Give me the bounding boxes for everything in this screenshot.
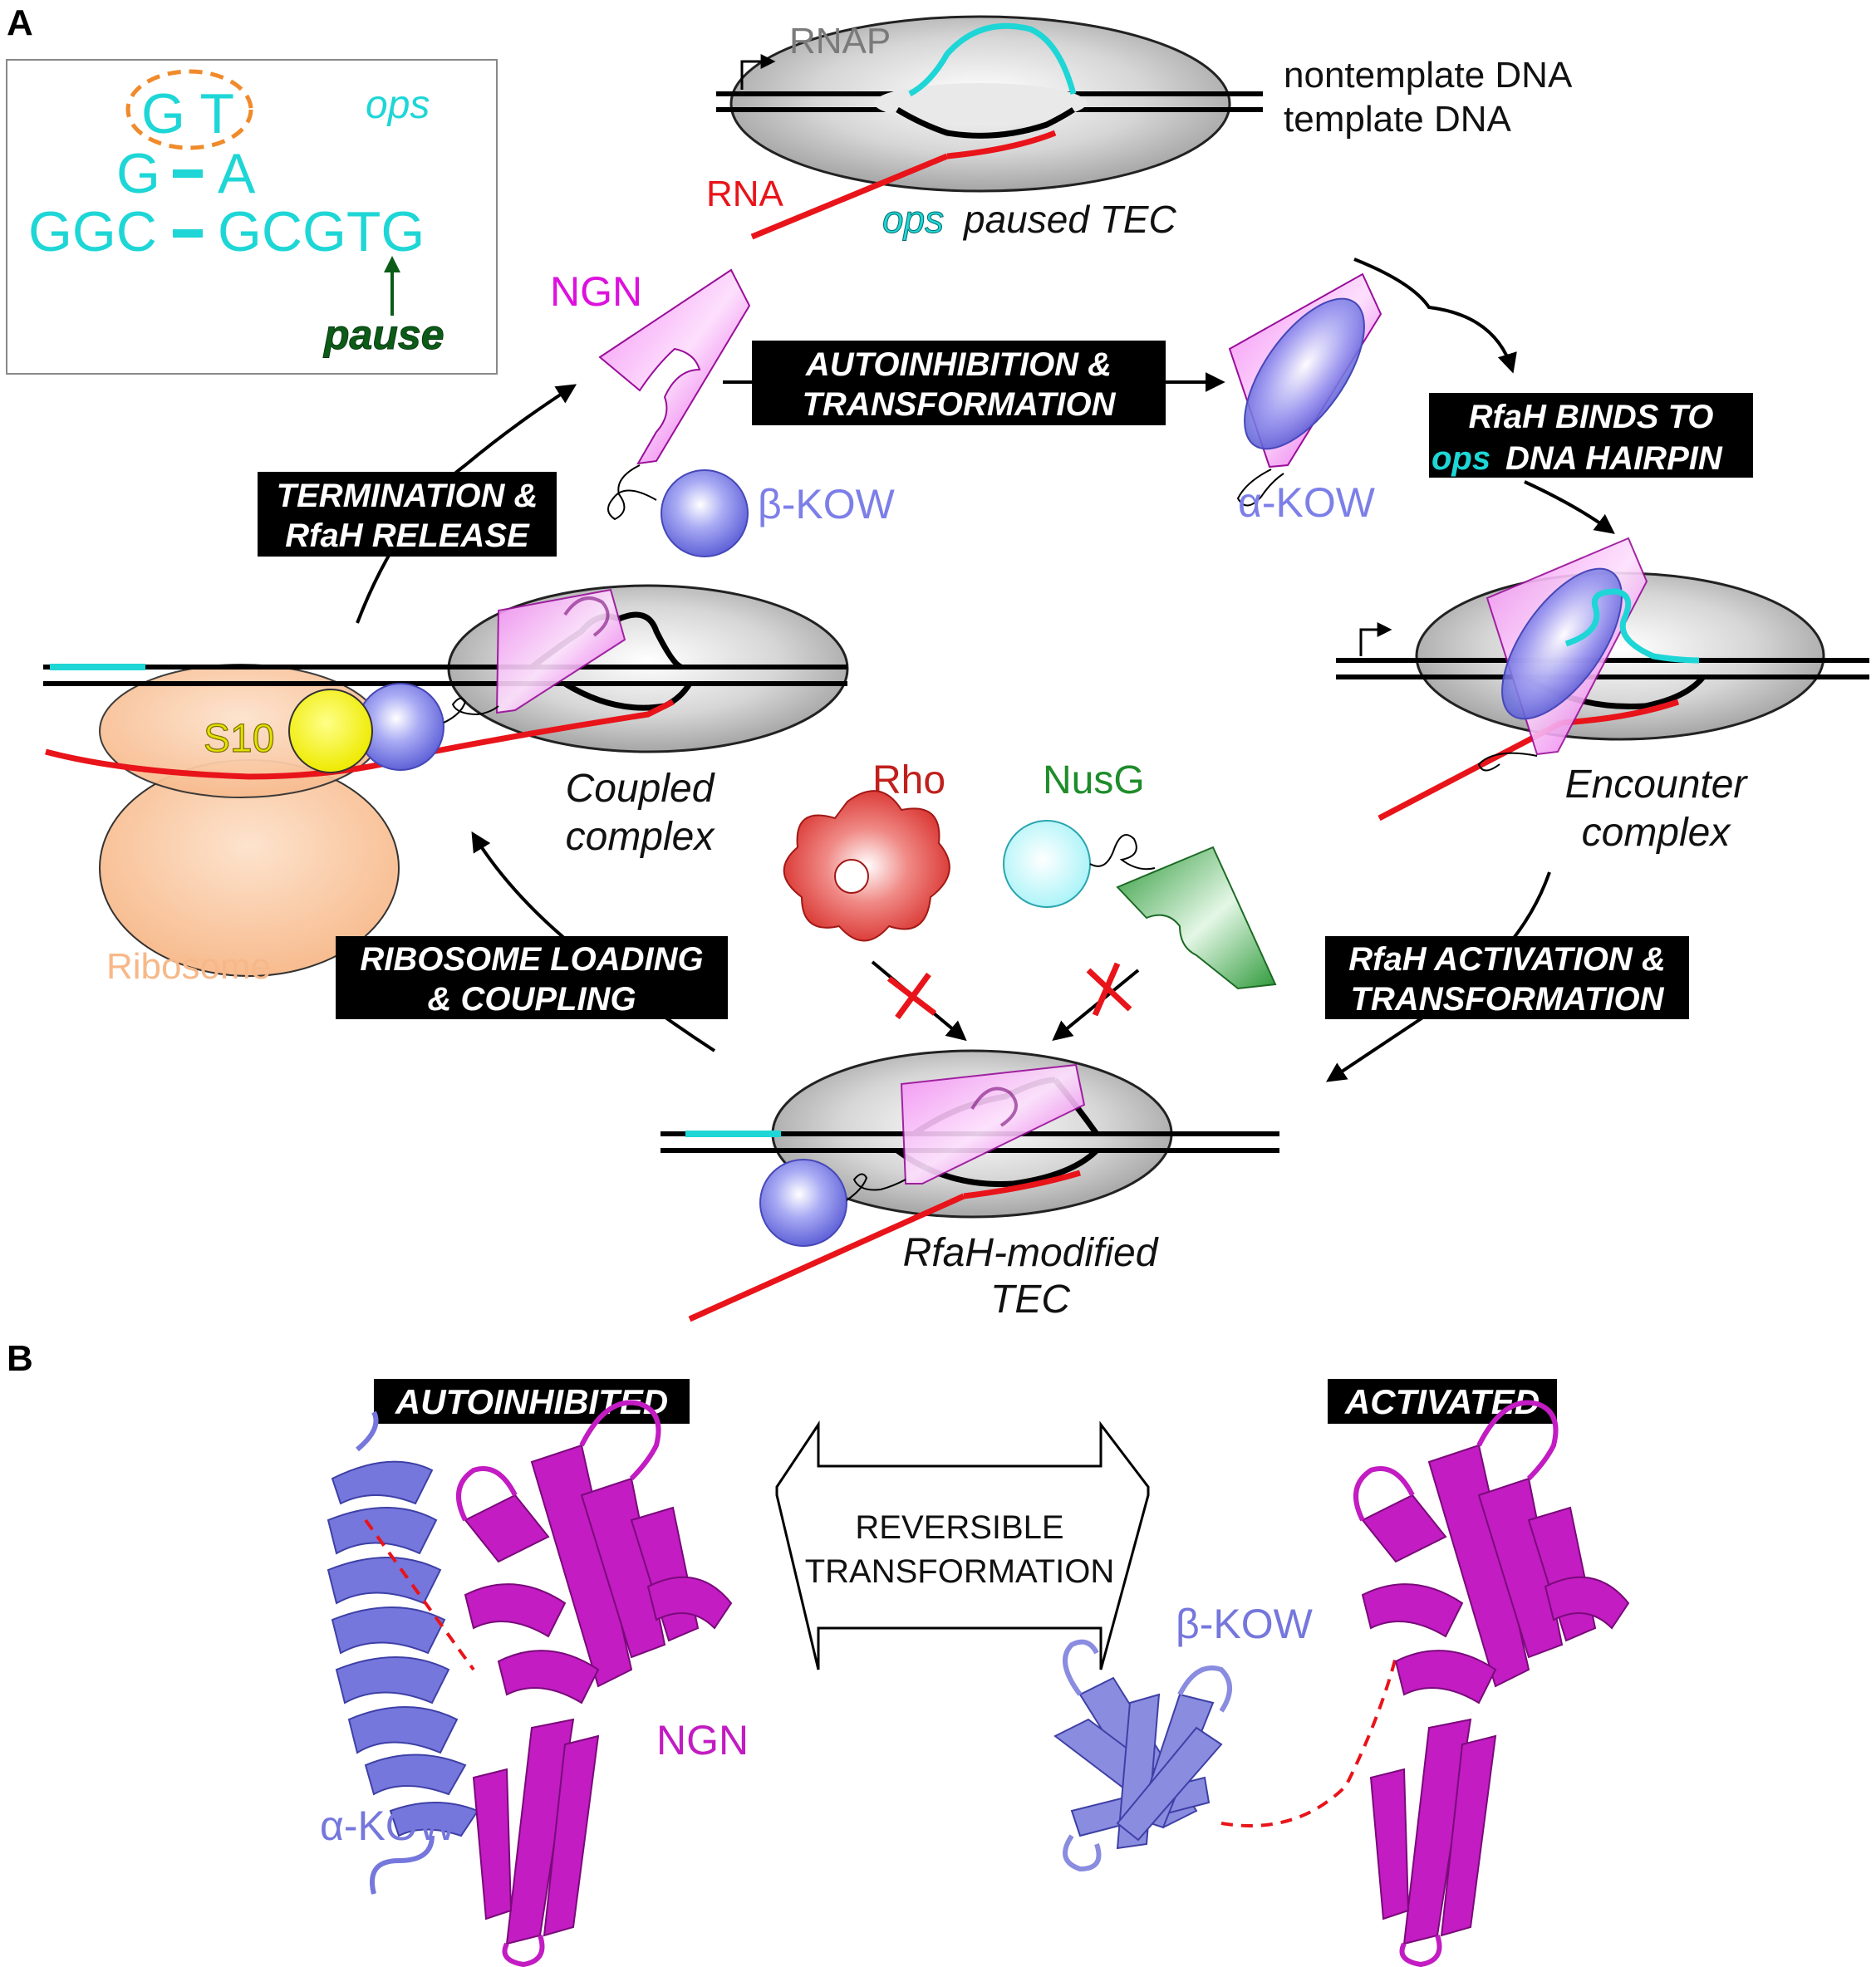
nusg-factor: NusG [1003,758,1277,1042]
binds-label: RfaH BINDS TO ops DNA HAIRPIN [1429,393,1753,478]
rfah-autoinhibited: α-KOW [1228,272,1382,526]
svg-text:& COUPLING: & COUPLING [427,981,636,1018]
nontemplate-bubble [908,22,1077,97]
nusg-block-x [1086,962,1132,1017]
hairpin-loop-text: G T [141,82,234,145]
beta-kow-domain [759,1159,847,1247]
paused-tec: RNAP nontemplate DNA template DNA RNA op… [706,15,1573,242]
modified-label-2: TEC [990,1278,1070,1322]
encounter-label-1: Encounter [1565,763,1749,807]
ops-tec-label: ops [882,198,944,241]
promoter-arrow [1359,622,1392,656]
cycle-arrow-top-right [1353,258,1517,374]
ngn-structure [1361,1444,1630,1945]
paused-tec-label: paused TEC [962,198,1176,241]
ngn-domain [495,588,626,714]
ribosome-loading-label: RIBOSOME LOADING & COUPLING [336,936,728,1019]
svg-text:AUTOINHIBITION &: AUTOINHIBITION & [805,346,1112,383]
rna-strand [750,153,949,240]
autoinhibited-structure: NGN α-KOW [320,1400,749,1967]
promoter-arrow [740,54,776,90]
svg-text:RfaH BINDS TO: RfaH BINDS TO [1469,399,1714,435]
encounter-label-2: complex [1582,811,1732,855]
base-pair-bar [173,169,203,178]
loop-highlight-ellipse [125,69,253,150]
hairpin-row2-right: A [218,142,256,205]
beta-kow-structure-label: β-KOW [1176,1601,1314,1647]
hairpin-row2-left: G [116,142,160,205]
linker [607,464,657,521]
autoinhibition-label: AUTOINHIBITION & TRANSFORMATION [752,341,1166,425]
autoinhibited-header: AUTOINHIBITED [374,1379,690,1424]
linker-dashed [1220,1656,1397,1827]
base-pair-bar [173,229,203,238]
linker-dashed [364,1518,475,1671]
nusg-ngn [1116,846,1277,990]
termination-label: TERMINATION & RfaH RELEASE [258,472,557,557]
panel-label-b: B [7,1338,33,1379]
alpha-kow-helix [327,1460,479,1837]
s10-label: S10 [204,717,274,761]
reversible-label-2: TRANSFORMATION [805,1553,1115,1590]
template-label: template DNA [1284,99,1512,140]
panel-label-a: A [7,2,33,43]
activated-structure: β-KOW [1053,1400,1630,1967]
svg-text:RfaH RELEASE: RfaH RELEASE [285,518,530,554]
encounter-complex: Encounter complex [1336,537,1869,855]
ops-label: ops [366,83,430,127]
ops-hairpin [1564,588,1700,664]
activation-label: RfaH ACTIVATION & TRANSFORMATION [1325,936,1689,1019]
rna-strand [688,1193,965,1322]
hairpin-stem-left: GGC [28,200,157,263]
rho-block-x [886,972,937,1020]
rnap-label: RNAP [789,21,891,61]
rfah-modified-tec: RfaH-modified TEC [661,1049,1279,1322]
coupled-label-2: complex [566,815,716,859]
rfah-free: NGN β-KOW [550,268,896,557]
beta-kow-barrel [1053,1676,1223,1850]
svg-text:ops: ops [1432,440,1490,477]
cycle-arrow-binds [1524,480,1615,534]
reversible-arrow: REVERSIBLE TRANSFORMATION [775,1420,1150,1670]
svg-text:TRANSFORMATION: TRANSFORMATION [803,386,1117,423]
nusg-label: NusG [1043,758,1145,802]
svg-text:TERMINATION &: TERMINATION & [277,478,538,514]
rna-label: RNA [706,174,784,214]
ops-hairpin-inset: G T ops G A GGC GCGTG pause [6,59,498,375]
rna-strand [45,699,675,780]
alpha-kow-domain [1244,297,1365,450]
svg-text:RfaH ACTIVATION &: RfaH ACTIVATION & [1348,941,1665,978]
pause-label: pause [322,311,444,358]
alpha-kow-structure-label: α-KOW [320,1803,458,1849]
coupled-complex: S10 Ribosome Coupled complex [43,584,849,987]
ngn-label: NGN [550,268,642,315]
beta-kow-domain [661,469,749,557]
modified-label-1: RfaH-modified [903,1231,1159,1275]
alpha-kow-label: α-KOW [1238,479,1376,526]
coupled-label-1: Coupled [566,767,715,811]
rho-factor: Rho [783,758,967,1042]
svg-text:RIBOSOME LOADING: RIBOSOME LOADING [360,941,703,978]
ngn-structure-label: NGN [656,1717,749,1763]
beta-kow-label: β-KOW [758,481,896,527]
s10-protein [288,689,373,773]
reversible-label-1: REVERSIBLE [855,1509,1063,1546]
svg-text:TRANSFORMATION: TRANSFORMATION [1351,981,1665,1018]
cycle-arrow-termination [356,384,577,624]
ngn-domain [598,268,751,465]
ribosome-label: Ribosome [106,946,271,987]
ngn-structure [464,1444,733,1945]
rho-hexamer [783,790,950,942]
svg-text:ACTIVATED: ACTIVATED [1344,1382,1540,1421]
alpha-kow-domain [1501,567,1623,720]
ngn-domain [900,1063,1086,1185]
nontemplate-label: nontemplate DNA [1284,55,1573,96]
hairpin-stem-right: GCGTG [218,200,425,263]
nusg-kow [1003,820,1091,908]
svg-text:DNA HAIRPIN: DNA HAIRPIN [1505,440,1723,477]
